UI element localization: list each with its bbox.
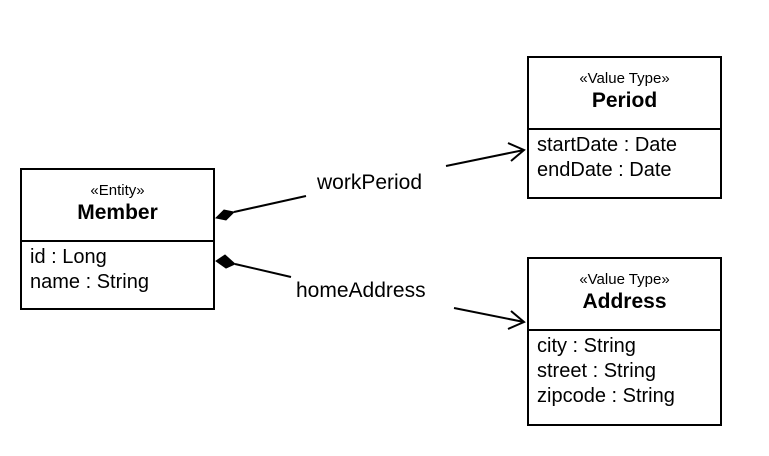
member-attributes: id : Long name : String: [22, 242, 213, 295]
work-period-line-end: [445, 149, 525, 167]
period-attributes: startDate : Date endDate : Date: [529, 130, 720, 183]
period-attribute: startDate : Date: [537, 134, 678, 156]
period-class: «Value Type» Period startDate : Date end…: [527, 56, 722, 199]
period-class-name: Period: [591, 89, 658, 112]
address-attribute: zipcode : String: [537, 385, 675, 407]
member-class: «Entity» Member id : Long name : String: [20, 168, 215, 310]
member-class-name: Member: [77, 201, 158, 224]
work-period-label: workPeriod: [317, 171, 423, 194]
home-address-arrowhead: [507, 310, 526, 330]
period-attribute: endDate : Date: [537, 159, 672, 181]
address-attribute: city : String: [537, 335, 636, 357]
address-stereotype: «Value Type»: [579, 271, 670, 288]
home-address-line-end: [453, 307, 525, 323]
period-class-header: «Value Type» Period: [529, 58, 720, 130]
home-address-label: homeAddress: [296, 279, 426, 302]
member-class-header: «Entity» Member: [22, 170, 213, 242]
member-stereotype: «Entity»: [90, 182, 145, 199]
address-class: «Value Type» Address city : String stree…: [527, 257, 722, 426]
address-class-header: «Value Type» Address: [529, 259, 720, 331]
home-address-line-start: [234, 263, 292, 278]
member-attribute: name : String: [30, 271, 149, 293]
address-class-name: Address: [582, 290, 667, 313]
home-address-composition-diamond: [215, 254, 236, 269]
member-attribute: id : Long: [30, 246, 107, 268]
work-period-composition-diamond: [214, 209, 236, 221]
work-period-line-start: [233, 195, 307, 213]
period-stereotype: «Value Type»: [579, 70, 670, 87]
work-period-arrowhead: [507, 142, 526, 162]
address-attributes: city : String street : String zipcode : …: [529, 331, 720, 409]
address-attribute: street : String: [537, 360, 656, 382]
